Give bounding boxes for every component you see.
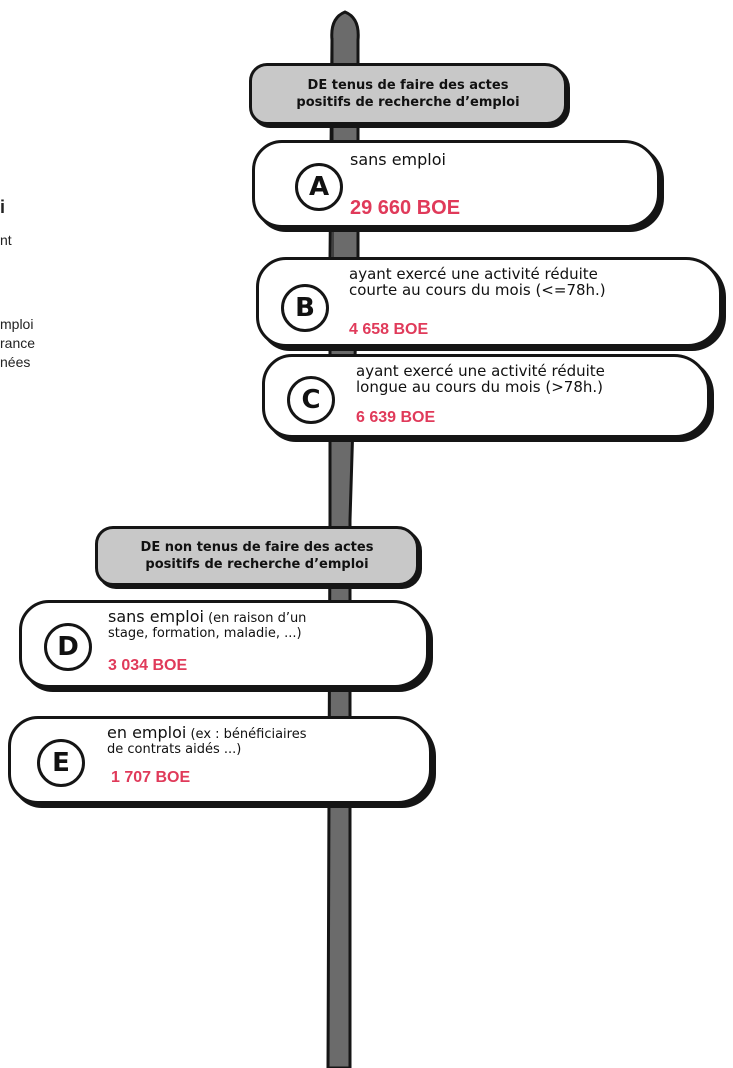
board-c: C ayant exercé une activité réduite long… — [262, 354, 710, 438]
header-line: DE tenus de faire des actes — [307, 78, 509, 93]
left-text-line: mploi — [0, 316, 34, 332]
board-e: E en emploi (ex : bénéficiaires de contr… — [8, 716, 432, 804]
board-d-label-line2: stage, formation, maladie, ...) — [108, 626, 302, 641]
board-e-label-main: en emploi — [107, 723, 187, 742]
left-text-fragment: nt — [0, 232, 12, 248]
board-b-label-line2: courte au cours du mois (<=78h.) — [349, 281, 606, 299]
board-e-value: 1 707 BOE — [111, 769, 191, 786]
header-sign-seeking: DE tenus de faire des actes positifs de … — [249, 63, 567, 125]
header-line: positifs de recherche d’emploi — [145, 557, 369, 572]
board-d-value: 3 034 BOE — [108, 657, 188, 674]
board-b-label-line1: ayant exercé une activité réduite — [349, 265, 598, 283]
board-e-label-detail: (ex : bénéficiaires — [186, 727, 307, 742]
left-title-fragment: i — [0, 197, 6, 217]
board-a-label: sans emploi — [350, 150, 446, 169]
board-a-value: 29 660 BOE — [350, 197, 461, 219]
header-sign-not-seeking: DE non tenus de faire des actes positifs… — [95, 526, 419, 586]
left-paragraph-fragment: mploi rance nées — [0, 315, 35, 372]
board-d: D sans emploi (en raison d’un stage, for… — [19, 600, 429, 688]
board-e-label-line2: de contrats aidés ...) — [107, 742, 242, 757]
board-b-value: 4 658 BOE — [349, 321, 429, 338]
header-line: positifs de recherche d’emploi — [296, 95, 520, 110]
letter-b-badge: B — [281, 284, 329, 332]
letter-d-badge: D — [44, 623, 92, 671]
left-text-line: nées — [0, 354, 31, 370]
board-c-label-line2: longue au cours du mois (>78h.) — [356, 378, 603, 396]
board-b: B ayant exercé une activité réduite cour… — [256, 257, 722, 347]
left-text-line: rance — [0, 335, 36, 351]
header-line: DE non tenus de faire des actes — [140, 540, 374, 555]
board-a: A sans emploi 29 660 BOE — [252, 140, 660, 228]
board-d-label-main: sans emploi — [108, 607, 204, 626]
letter-c-badge: C — [287, 376, 335, 424]
letter-e-badge: E — [37, 739, 85, 787]
board-d-label-detail: (en raison d’un — [203, 611, 307, 626]
board-e-label-line1: en emploi (ex : bénéficiaires — [107, 724, 307, 743]
board-c-value: 6 639 BOE — [356, 409, 436, 426]
letter-a-badge: A — [295, 163, 343, 211]
board-c-label-line1: ayant exercé une activité réduite — [356, 362, 605, 380]
board-d-label-line1: sans emploi (en raison d’un — [108, 608, 306, 627]
